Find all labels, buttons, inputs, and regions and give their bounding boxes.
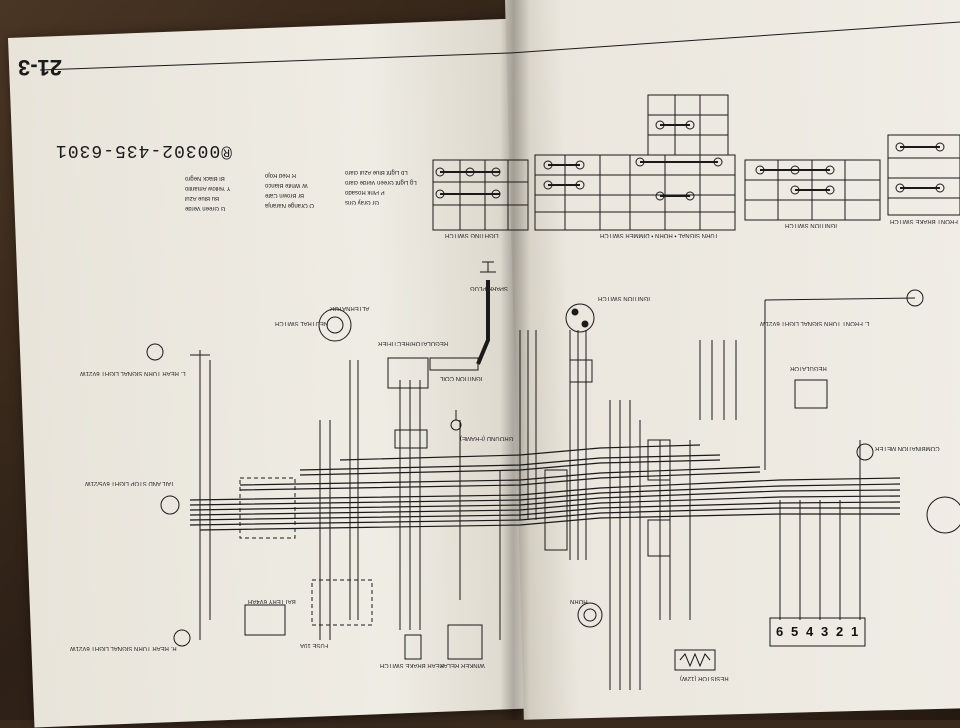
spark-plug [480,261,496,273]
turn-signal-switch-table [534,94,736,231]
book-gutter-shadow [500,0,530,720]
lamp-left-rear [146,343,191,647]
ignition-switch-label: IGNITION SWITCH [598,295,650,301]
lamp-right-front [856,289,960,534]
brake-switch-caption: FRONT BRAKE SWITCH [890,218,958,224]
connector-number: 5 [791,624,799,639]
ignition-switch-table [744,159,881,221]
spark-plug-label: SPARK PLUG [470,285,508,291]
turn-signal-switch-caption: TURN SIGNAL • HORN • DIMMER SWITCH [600,232,719,238]
connector-block [769,617,866,647]
front-turn-signal-label: L. FRONT TURN SIGNAL LIGHT 6V21W [760,320,870,326]
horn [577,602,603,628]
ignition-coil [429,280,490,371]
front-brake-switch-table [887,134,960,216]
rear-brake-switch [404,634,422,660]
rear-turn-signal-left-label: L. REAR TURN SIGNAL LIGHT 6V21W [80,370,186,376]
lighting-switch-table [432,159,529,231]
ignition-switch-caption: IGNITION SWITCH [785,222,837,228]
connector-number: 1 [851,624,859,639]
ground-label: GROUND (FRAME) [460,435,514,441]
ground-symbol [450,410,462,431]
winker-relay-label: WINKER RELAY [440,662,485,668]
alternator-label: ALTERNATOR [330,305,370,311]
rear-brake-switch-label: REAR BRAKE SWITCH [380,662,445,668]
header-rule-left [39,52,511,71]
resistor-label: RESISTOR (12W) [680,675,729,681]
ignition-switch-symbol [565,303,595,333]
alternator [318,308,352,342]
battery [244,604,286,636]
rear-turn-signal-right-label: R. REAR TURN SIGNAL LIGHT 6V21W [70,645,177,651]
fuse-label: FUSE 10A [300,642,329,648]
relay-blocks [544,359,671,557]
connector-number: 4 [806,624,814,639]
tail-light-label: TAIL AND STOP LIGHT 6V5/21W [85,480,175,486]
horn-label: HORN [570,598,588,604]
header-rule-right [509,21,960,54]
winker-relay [447,624,483,660]
ignition-coil-label: IGNITION COIL [440,375,483,381]
lighting-switch-caption: LIGHTING SWITCH [445,232,499,238]
regulator-rectifier [387,357,429,449]
regulator-label: REGULATOR/RECTIFIER [378,340,449,346]
connector-number: 2 [836,624,844,639]
dashed-subassembly [239,477,296,539]
neutral-switch-label: NEUTRAL SWITCH [275,320,329,326]
dashed-subassembly-2 [311,579,373,626]
regulator-right [794,379,828,409]
resistor [674,649,716,671]
combination-meter-label: COMBINATION METER [875,445,940,451]
connector-number: 6 [776,624,784,639]
connector-number: 3 [821,624,829,639]
regulator-right-label: REGULATOR [790,365,827,371]
battery-label: BATTERY 6V4AH [248,598,296,604]
